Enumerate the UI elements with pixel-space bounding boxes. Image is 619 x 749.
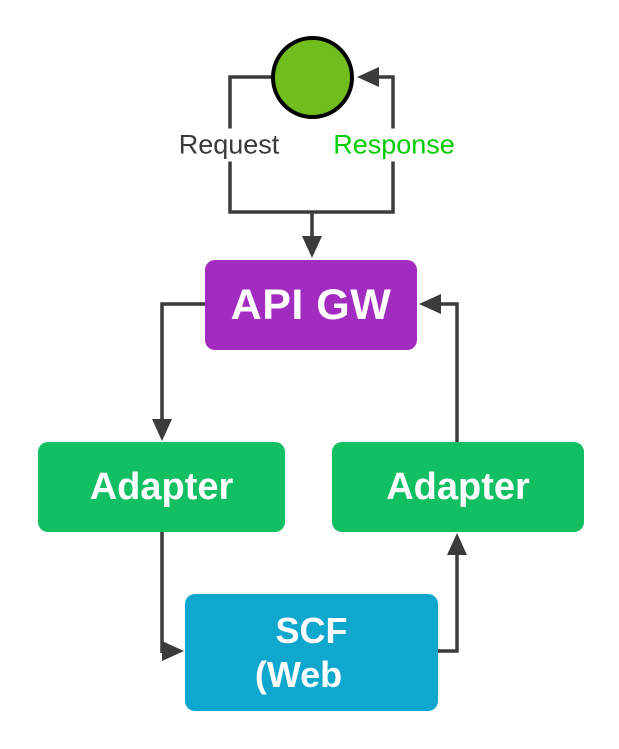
arrowhead-into-adapter-right: [447, 533, 467, 555]
edge-scf-to-adapter-right: [438, 533, 467, 653]
request-edge-label: Request: [174, 128, 284, 162]
arrowhead-into-scf: [162, 641, 184, 661]
arrowhead-into-circle: [357, 67, 379, 87]
edge-adapter-right-to-apigw: [419, 294, 459, 442]
arrowhead-into-apigw-right: [419, 294, 441, 314]
edge-adapter-left-to-scf: [160, 532, 184, 661]
adapter-right-label: Adapter: [386, 465, 530, 508]
edge-apigw-to-adapter-left: [152, 302, 206, 441]
adapter-left-node: Adapter: [38, 442, 285, 532]
adapter-left-label: Adapter: [89, 465, 234, 508]
adapter-right-node: Adapter: [332, 442, 584, 532]
edge-apigw-to-adapter-left-line: [160, 302, 206, 421]
edge-scf-to-adapter-right-line: [438, 555, 459, 653]
api-gw-label: API GW: [230, 280, 392, 329]
scf-node: SCF (Web: [185, 594, 438, 711]
arrowhead-into-adapter-left: [152, 419, 172, 441]
edge-adapter-right-to-apigw-line: [441, 302, 459, 442]
response-edge-label: Response: [329, 128, 459, 162]
edge-loop-to-apigw: [302, 212, 322, 258]
api-gw-node: API GW: [205, 260, 417, 350]
arrowhead-into-apigw-top: [302, 236, 322, 258]
scf-label-line1: SCF: [275, 609, 348, 651]
scf-label-line2: (Web: [254, 653, 343, 695]
client-circle-node: [271, 36, 354, 119]
